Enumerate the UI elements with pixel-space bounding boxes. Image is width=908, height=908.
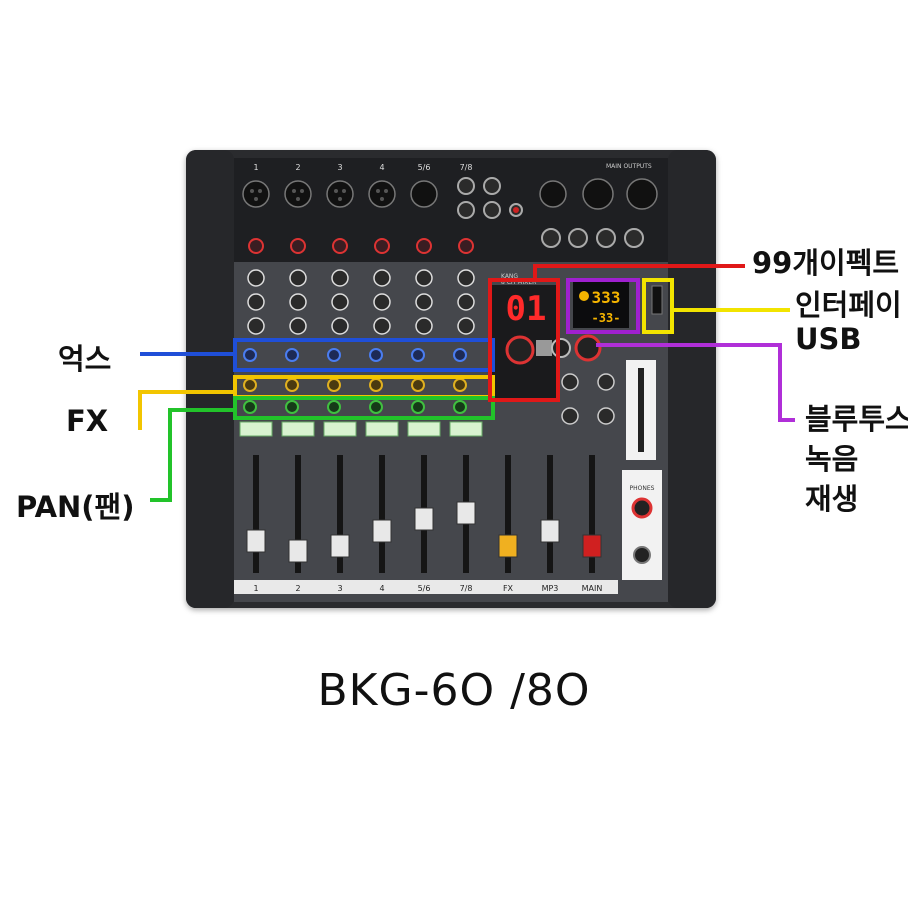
fader-cap[interactable] — [540, 519, 560, 543]
mixer-illustration: 1 2 3 4 5/6 7/8 — [186, 150, 716, 608]
mp3-display-top: 333 — [592, 288, 621, 307]
eq-knob[interactable] — [415, 269, 433, 287]
mute-button[interactable] — [239, 421, 273, 437]
fader-label: MAIN — [582, 584, 603, 593]
mute-button[interactable] — [281, 421, 315, 437]
interface-label: 인터페이 — [795, 288, 902, 322]
fader-slot — [547, 455, 553, 573]
channel-number: 3 — [337, 163, 342, 172]
eq-knob[interactable] — [415, 293, 433, 311]
fader-cap[interactable] — [330, 534, 350, 558]
mute-button[interactable] — [365, 421, 399, 437]
fader-label: 5/6 — [418, 584, 431, 593]
eq-knob[interactable] — [457, 293, 475, 311]
fader-slot — [337, 455, 343, 573]
eq-knob[interactable] — [289, 293, 307, 311]
eq-knob[interactable] — [247, 269, 265, 287]
aux-knob[interactable] — [243, 348, 257, 362]
eq-knob[interactable] — [247, 317, 265, 335]
gain-knob[interactable] — [248, 238, 264, 254]
record-label: 녹음 — [805, 442, 859, 476]
eq-knob[interactable] — [373, 317, 391, 335]
gain-knob[interactable] — [458, 238, 474, 254]
aux-label: 억스 — [58, 342, 112, 376]
eq-knob[interactable] — [373, 269, 391, 287]
eq-knob[interactable] — [457, 317, 475, 335]
aux-knob[interactable] — [369, 348, 383, 362]
pan-knob[interactable] — [243, 400, 257, 414]
fader-label: MP3 — [542, 584, 559, 593]
fx-knob[interactable] — [411, 378, 425, 392]
fx-knob[interactable] — [243, 378, 257, 392]
fx-knob[interactable] — [327, 378, 341, 392]
fader-cap[interactable] — [456, 501, 476, 525]
aux-knob[interactable] — [453, 348, 467, 362]
gain-knob[interactable] — [290, 238, 306, 254]
fader-label: 3 — [337, 584, 342, 593]
pan-knob[interactable] — [285, 400, 299, 414]
aux-knob[interactable] — [411, 348, 425, 362]
channel-number: 1 — [253, 163, 258, 172]
usb-label: USB — [795, 322, 862, 356]
main-outputs-label: MAIN OUTPUTS — [606, 163, 652, 170]
effect-display: 01 — [506, 289, 547, 329]
fader-cap[interactable] — [414, 507, 434, 531]
mute-button[interactable] — [323, 421, 357, 437]
pan-knob[interactable] — [453, 400, 467, 414]
fader-cap[interactable] — [246, 529, 266, 553]
brand-label: KANG — [501, 273, 518, 280]
gain-knob[interactable] — [416, 238, 432, 254]
model-name: BKG-6O /8O — [317, 665, 591, 716]
mixer-device: 1 2 3 4 5/6 7/8 — [186, 150, 716, 608]
eq-knob[interactable] — [289, 269, 307, 287]
bluetooth-label: 블루투스 — [805, 402, 908, 436]
fader-cap[interactable] — [288, 539, 308, 563]
effects-label: 99개이펙트 — [752, 246, 900, 280]
mp3-display-bottom: -33- — [592, 311, 621, 325]
fx-label: FX — [66, 404, 109, 438]
phones-label: PHONES — [630, 485, 655, 492]
mute-button[interactable] — [407, 421, 441, 437]
eq-knob[interactable] — [415, 317, 433, 335]
eq-knob[interactable] — [331, 269, 349, 287]
eq-knob[interactable] — [247, 293, 265, 311]
fader-cap[interactable] — [372, 519, 392, 543]
aux-knob[interactable] — [327, 348, 341, 362]
subtitle-label: 8 CH MIXER — [501, 279, 536, 286]
fader-cap[interactable] — [498, 534, 518, 558]
pan-label: PAN(팬) — [16, 490, 135, 524]
pan-knob[interactable] — [411, 400, 425, 414]
fx-knob[interactable] — [369, 378, 383, 392]
channel-number: 4 — [379, 163, 384, 172]
eq-knob[interactable] — [373, 293, 391, 311]
fader-label: 7/8 — [460, 584, 473, 593]
fader-slot — [379, 455, 385, 573]
eq-knob[interactable] — [331, 293, 349, 311]
fader-slot — [295, 455, 301, 573]
aux-knob[interactable] — [285, 348, 299, 362]
fader-slot — [505, 455, 511, 573]
fx-knob[interactable] — [453, 378, 467, 392]
fader-slot — [253, 455, 259, 573]
fader-label: 1 — [253, 584, 258, 593]
channel-number: 7/8 — [460, 163, 473, 172]
play-label: 재생 — [805, 482, 859, 516]
eq-knob[interactable] — [457, 269, 475, 287]
fader-label: 2 — [295, 584, 300, 593]
gain-knob[interactable] — [374, 238, 390, 254]
mute-button[interactable] — [449, 421, 483, 437]
fx-knob[interactable] — [285, 378, 299, 392]
fader-cap[interactable] — [582, 534, 602, 558]
channel-number: 2 — [295, 163, 300, 172]
channel-number: 5/6 — [418, 163, 431, 172]
eq-knob[interactable] — [289, 317, 307, 335]
fader-label: FX — [503, 584, 514, 593]
eq-knob[interactable] — [331, 317, 349, 335]
pan-knob[interactable] — [327, 400, 341, 414]
fader-slot — [589, 455, 595, 573]
gain-knob[interactable] — [332, 238, 348, 254]
pan-knob[interactable] — [369, 400, 383, 414]
fader-label: 4 — [379, 584, 384, 593]
